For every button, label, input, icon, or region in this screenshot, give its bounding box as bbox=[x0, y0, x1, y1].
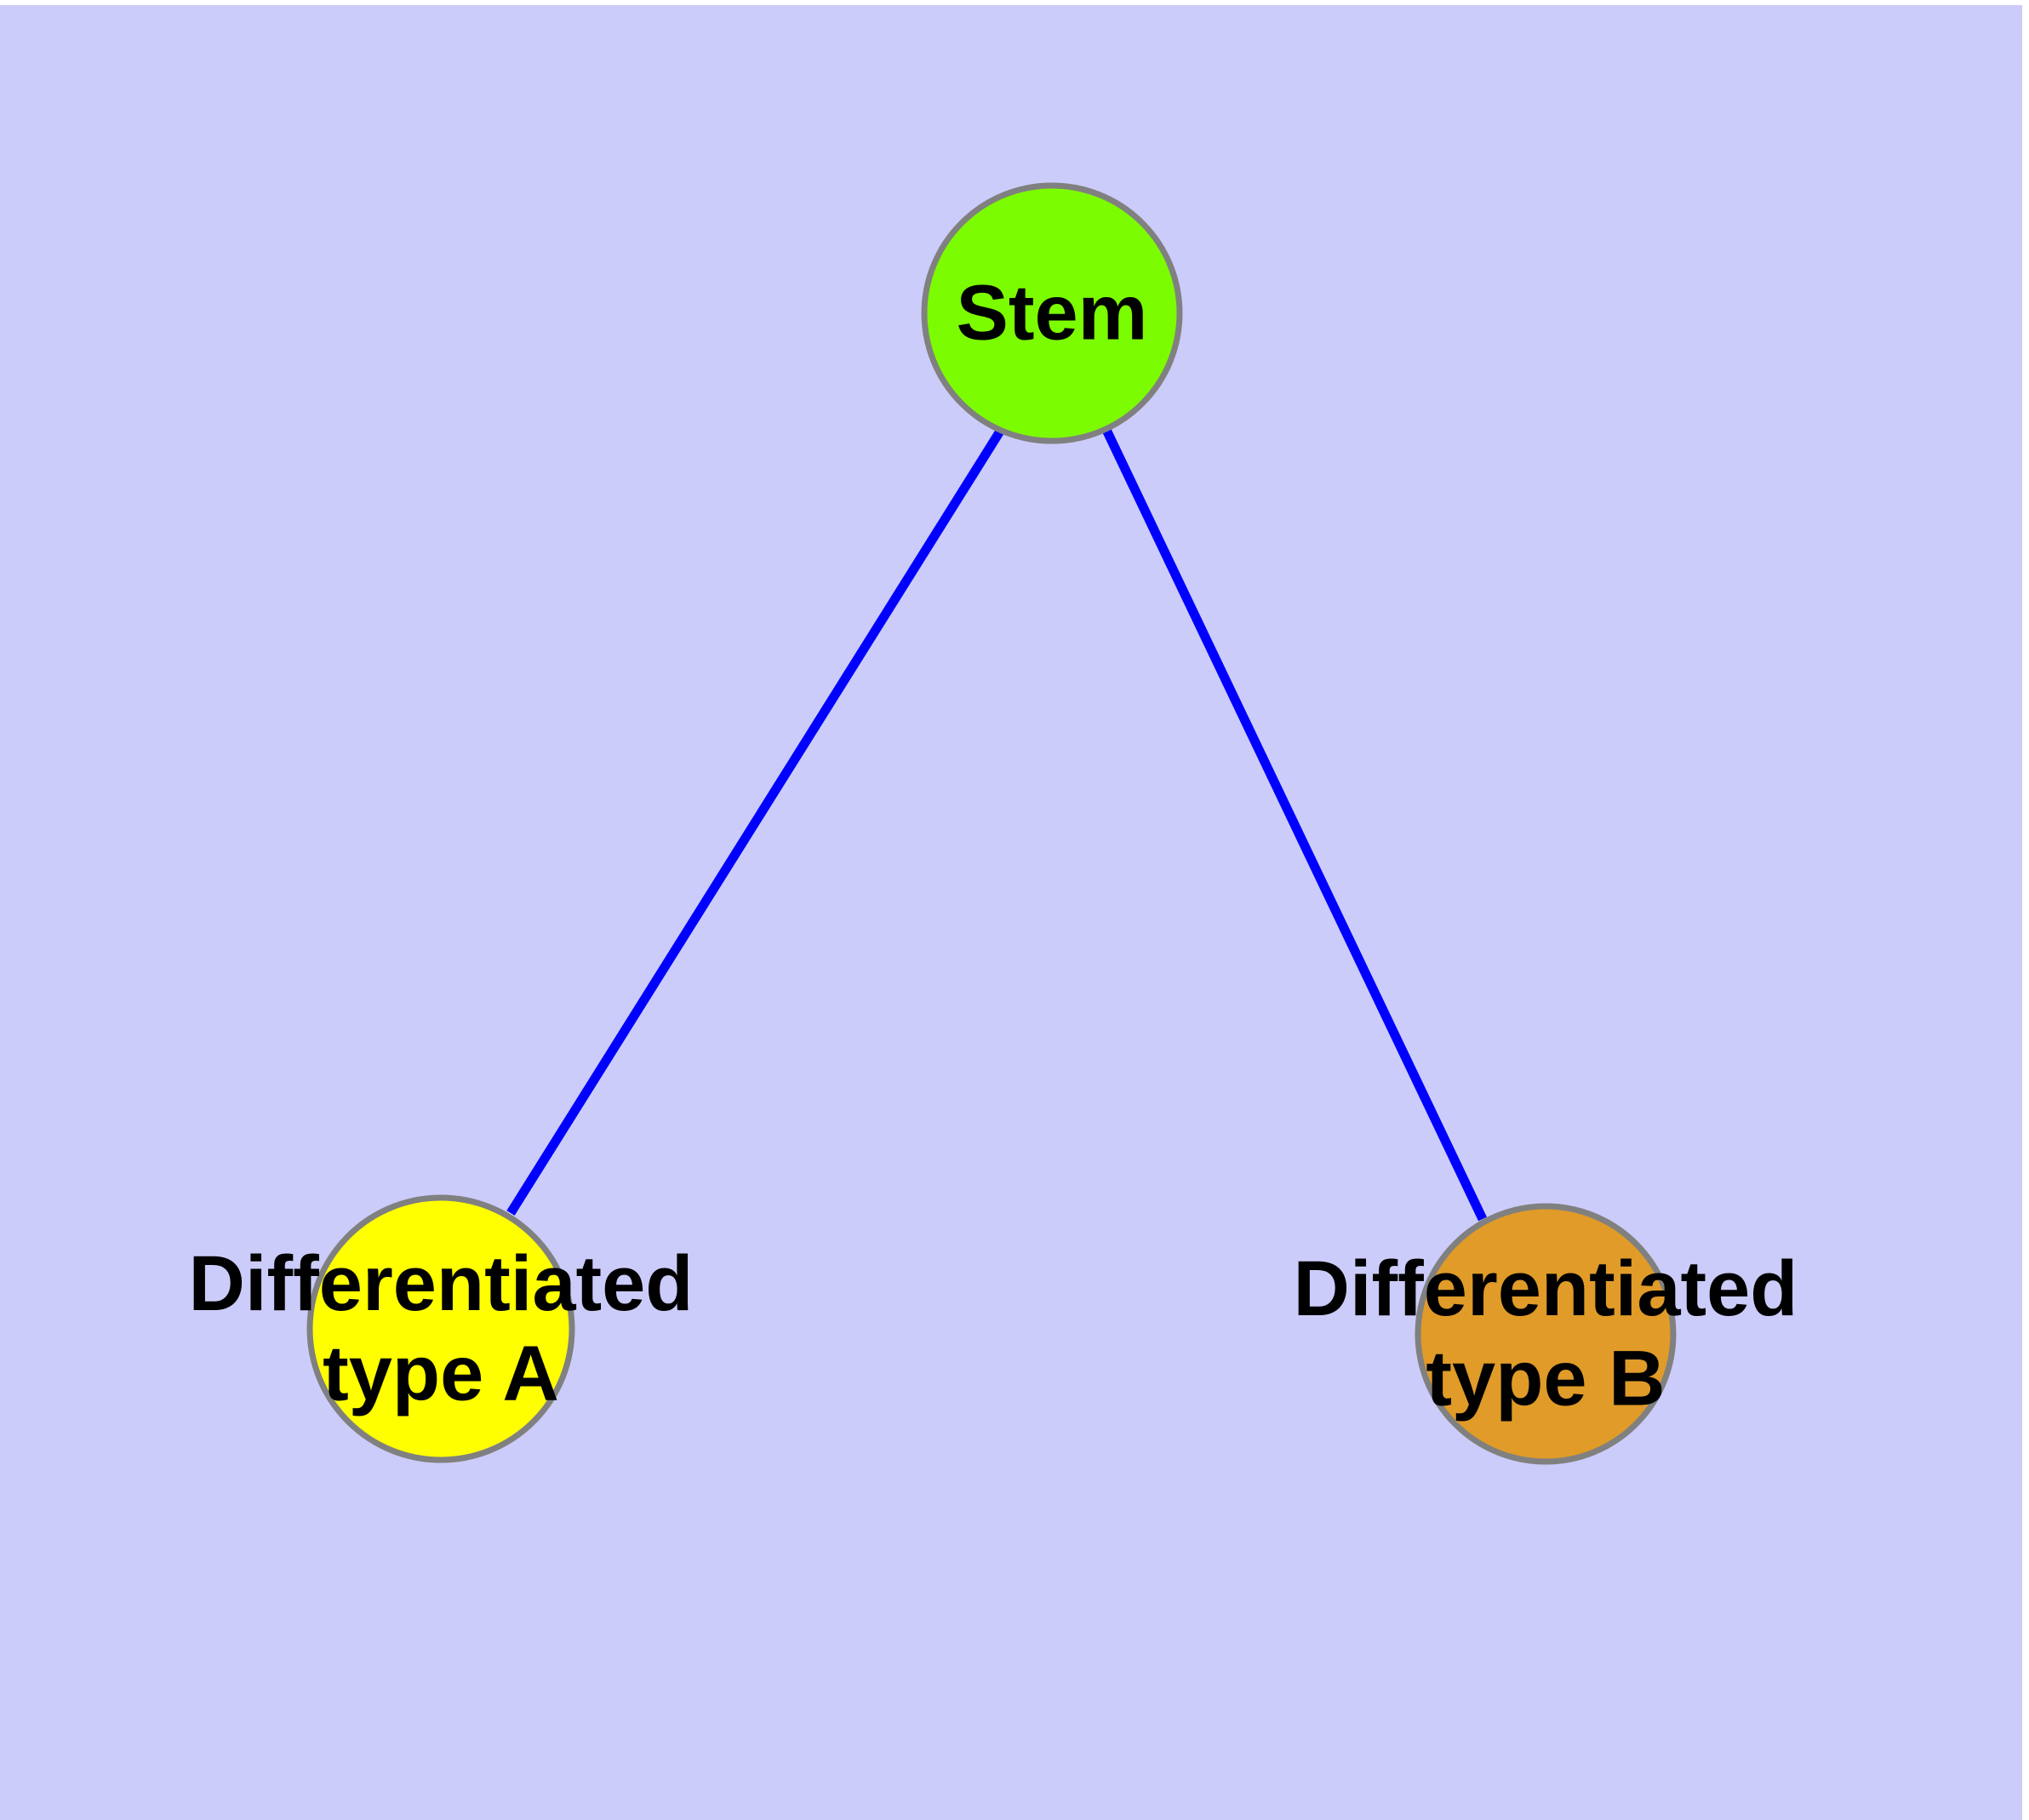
edge-layer bbox=[506, 427, 1487, 1222]
edge-stem-to-differentiated-type-a[interactable] bbox=[506, 427, 1005, 1216]
node-layer bbox=[306, 182, 1677, 1465]
node-stem[interactable] bbox=[921, 182, 1183, 444]
node-label-stem: Stem bbox=[957, 270, 1148, 357]
node-differentiated-type-b[interactable] bbox=[1415, 1203, 1677, 1465]
edge-stem-to-differentiated-type-b[interactable] bbox=[1102, 427, 1487, 1222]
node-differentiated-type-a[interactable] bbox=[306, 1194, 575, 1463]
